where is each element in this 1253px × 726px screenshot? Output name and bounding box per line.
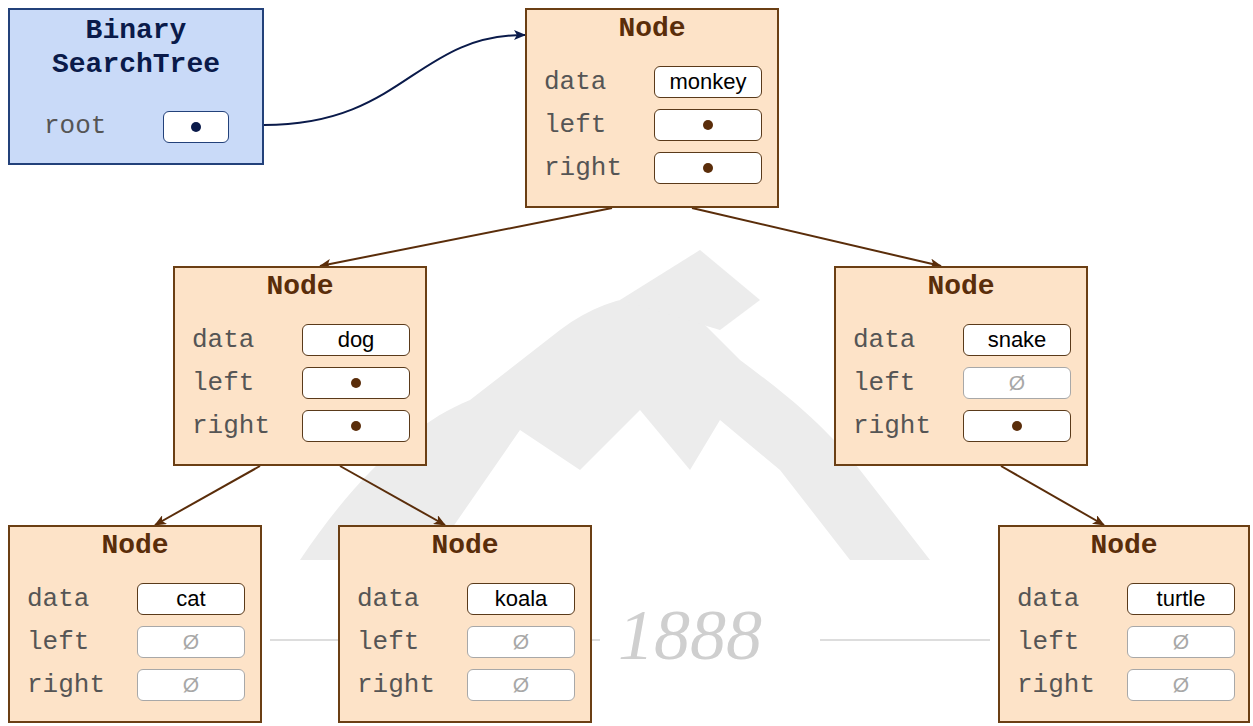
null-slot: Ø [1127,669,1235,701]
pointer-slot [963,410,1071,442]
null-symbol: Ø [513,673,529,697]
tree-node-box: Node data monkey left right [525,8,779,208]
value-slot: snake [963,324,1071,356]
box-title: Node [1000,529,1248,563]
value-slot: monkey [654,66,762,98]
node-value: snake [988,327,1047,353]
pointer-arrow [320,208,612,266]
pointer-slot [654,109,762,141]
null-slot: Ø [467,669,575,701]
null-symbol: Ø [183,630,199,654]
null-slot: Ø [467,626,575,658]
field-name: data [27,583,89,615]
value-slot: turtle [1127,583,1235,615]
box-title: Binary SearchTree [21,14,251,82]
box-title: Node [527,12,777,46]
box-title: Node [10,529,260,563]
pointer-dot [1012,421,1022,431]
field-name: left [192,367,254,399]
field-name: data [192,324,254,356]
pointer-slot [654,152,762,184]
null-slot: Ø [137,669,245,701]
field-name: right [192,410,270,442]
node-value: dog [338,327,375,353]
field-name: data [544,66,606,98]
box-title: Node [175,270,425,304]
value-slot: cat [137,583,245,615]
field-name: left [853,367,915,399]
node-value: koala [495,586,548,612]
tree-header-box: Binary SearchTree root [8,8,264,165]
node-value: monkey [669,69,746,95]
field-name: data [357,583,419,615]
null-slot: Ø [963,367,1071,399]
field-name: data [853,324,915,356]
pointer-arrow [692,208,941,266]
field-name: right [853,410,931,442]
field-name: left [544,109,606,141]
pointer-arrow [155,466,260,525]
pointer-arrow [340,466,445,525]
pointer-dot [191,122,201,132]
tree-node-box: NodedatacatleftØrightØ [8,525,262,723]
node-value: cat [176,586,205,612]
null-slot: Ø [137,626,245,658]
field-name: right [357,669,435,701]
null-symbol: Ø [183,673,199,697]
null-symbol: Ø [513,630,529,654]
field-name: left [1017,626,1079,658]
pointer-arrow [264,35,525,125]
tree-node-box: Node data snake left Øright [834,266,1088,466]
field-name: left [27,626,89,658]
pointer-arrow [1001,466,1104,525]
box-title: Node [340,529,590,563]
field-name: right [544,152,622,184]
value-slot: koala [467,583,575,615]
null-symbol: Ø [1173,630,1189,654]
field-name: right [1017,669,1095,701]
field-name: left [357,626,419,658]
field-name: root [44,110,106,142]
field-name: data [1017,583,1079,615]
pointer-slot [163,111,229,143]
null-symbol: Ø [1009,371,1025,395]
tree-node-box: NodedatakoalaleftØrightØ [338,525,592,723]
pointer-slot [302,367,410,399]
pointer-dot [703,163,713,173]
node-value: turtle [1157,586,1206,612]
tree-node-box: Node data dog left right [173,266,427,466]
tree-node-box: NodedataturtleleftØrightØ [998,525,1250,723]
pointer-slot [302,410,410,442]
value-slot: dog [302,324,410,356]
field-name: right [27,669,105,701]
watermark-text: 1888 [618,594,762,677]
pointer-dot [351,378,361,388]
pointer-dot [351,421,361,431]
null-slot: Ø [1127,626,1235,658]
null-symbol: Ø [1173,673,1189,697]
pointer-dot [703,120,713,130]
box-title: Node [836,270,1086,304]
